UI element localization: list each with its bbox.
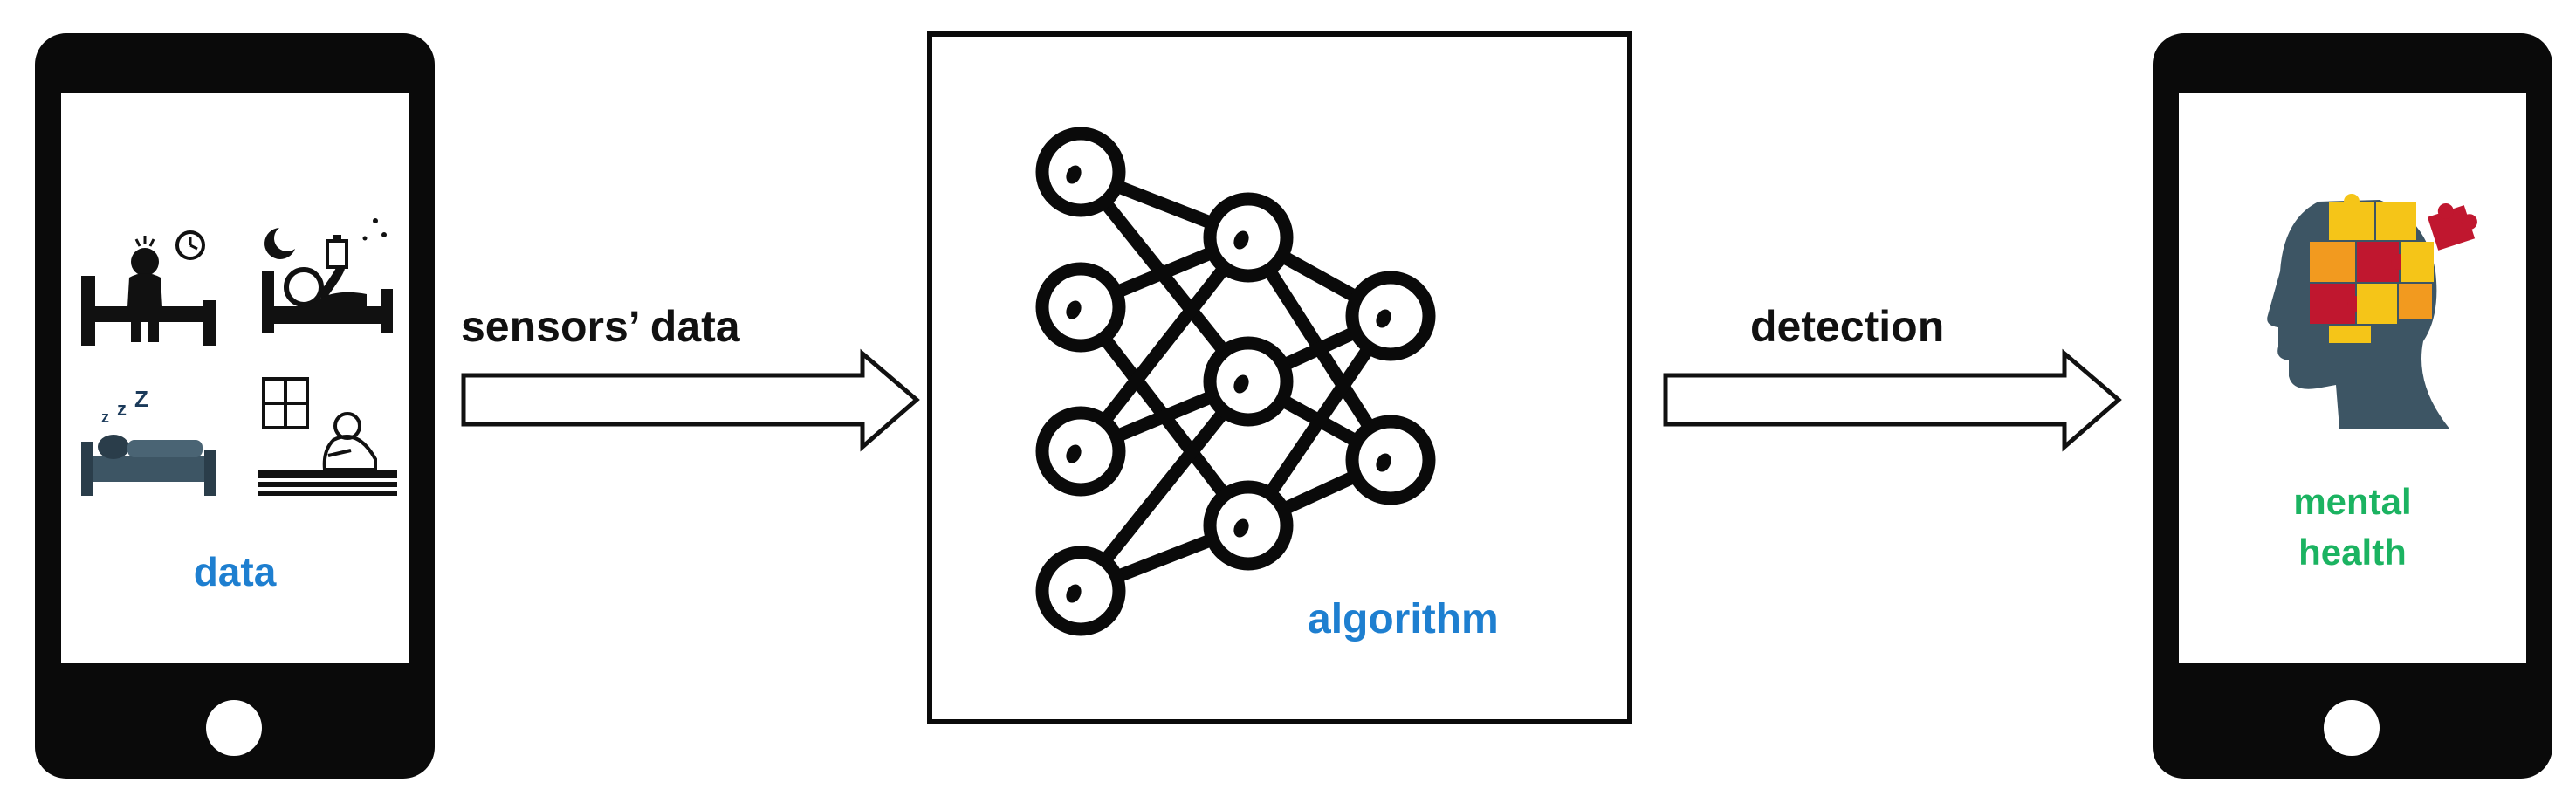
algorithm-box: algorithm	[927, 31, 1632, 724]
detection-arrow	[1663, 348, 2122, 452]
data-phone-screen: z z Z data	[61, 93, 409, 663]
sensors-data-label: sensors’ data	[461, 302, 740, 351]
mental-health-phone-screen: mental health	[2179, 93, 2526, 663]
head-puzzle-icon	[2267, 194, 2477, 429]
sleeping-zzz-icon: z z Z	[81, 386, 216, 496]
mental-health-label: mental health	[2179, 477, 2526, 578]
detection-label: detection	[1750, 302, 1945, 351]
mental-label-line2: health	[2298, 532, 2407, 573]
mental-label-line1: mental	[2293, 481, 2412, 522]
data-label: data	[193, 549, 277, 594]
sleepless-alarm-icon	[81, 230, 216, 346]
night-wake-icon	[262, 218, 393, 333]
data-phone-home-button	[206, 700, 262, 756]
svg-text:Z: Z	[134, 386, 148, 412]
neural-network-icon	[1035, 127, 1436, 636]
mental-health-phone-home-button	[2324, 700, 2380, 756]
data-phone: z z Z data	[35, 33, 435, 779]
svg-text:z: z	[101, 408, 109, 426]
algorithm-label: algorithm	[1308, 596, 1499, 642]
svg-text:z: z	[117, 398, 127, 420]
mental-health-phone: mental health	[2153, 33, 2552, 779]
sad-window-icon	[258, 377, 397, 496]
sensors-data-arrow	[461, 348, 920, 452]
